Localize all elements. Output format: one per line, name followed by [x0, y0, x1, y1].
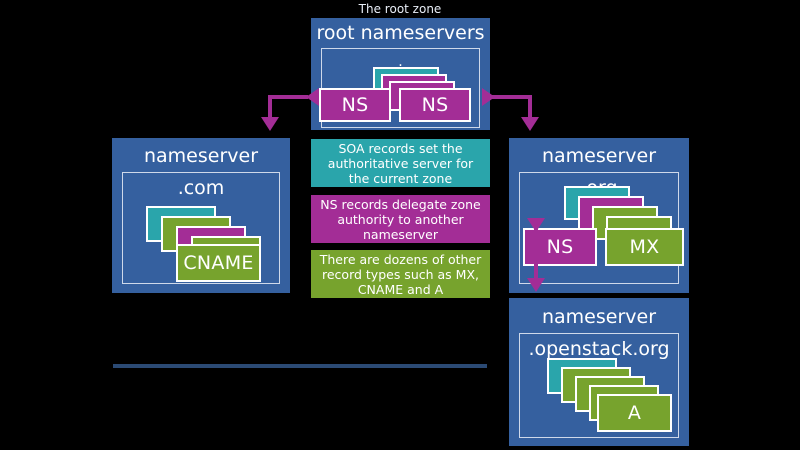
root-zone-name: .: [398, 54, 403, 70]
com-zone-panel: nameserver .com CNAME: [112, 138, 290, 293]
root-zone-heading: root nameservers: [316, 22, 485, 44]
root-to-com-wire-h: [268, 95, 308, 99]
com-zone-inner: .com: [122, 172, 280, 284]
record-card-mx[interactable]: MX: [605, 228, 684, 266]
legend-item-ns: NS records delegate zone authority to an…: [311, 195, 490, 243]
root-to-org-wire-v: [528, 95, 532, 118]
root-zone-label: The root zone: [358, 2, 442, 16]
root-to-org-wire-h: [492, 95, 532, 99]
record-card-a[interactable]: A: [597, 394, 672, 432]
openstack-zone-panel: nameserver .openstack.org A: [509, 298, 689, 446]
root-to-com-arrowhead: [306, 88, 319, 106]
openstack-zone-name: .openstack.org: [528, 338, 670, 360]
root-to-org-arrow: [521, 117, 539, 131]
org-zone-panel: nameserver .org NS MX: [509, 138, 689, 293]
record-card-ns-left[interactable]: NS: [319, 88, 391, 122]
legend-item-other: There are dozens of other record types s…: [311, 250, 490, 298]
record-card-ns-right[interactable]: NS: [399, 88, 471, 122]
root-to-com-arrow: [261, 117, 279, 131]
legend-item-soa: SOA records set the authoritative server…: [311, 139, 490, 187]
openstack-zone-inner: .openstack.org: [519, 333, 679, 438]
com-zone-name: .com: [177, 177, 225, 199]
org-to-openstack-arrowhead-upper: [527, 218, 545, 232]
org-to-openstack-wire: [534, 226, 538, 282]
root-to-org-arrowhead: [482, 88, 495, 106]
record-card-cname[interactable]: CNAME: [176, 244, 261, 282]
root-zone-panel: root nameservers . NS NS: [311, 18, 490, 130]
org-to-openstack-arrow: [527, 278, 545, 292]
com-zone-heading: nameserver: [143, 145, 259, 167]
openstack-zone-heading: nameserver: [541, 306, 657, 328]
footer-divider: [113, 364, 487, 368]
org-zone-heading: nameserver: [541, 145, 657, 167]
root-to-com-wire-v: [268, 95, 272, 118]
